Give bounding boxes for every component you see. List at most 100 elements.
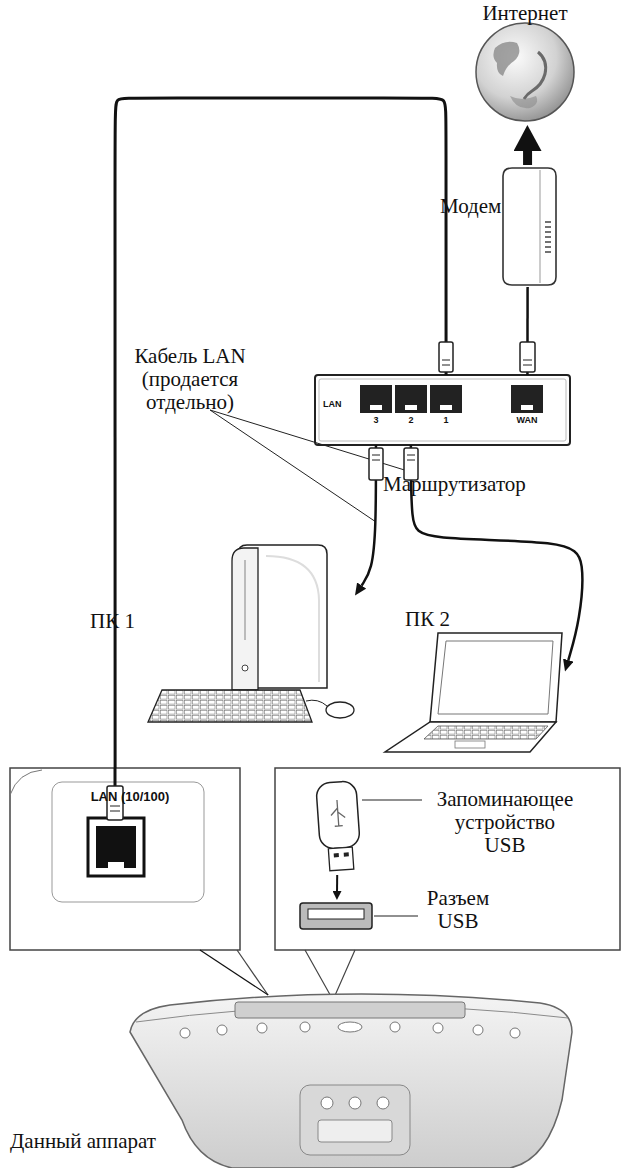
laptop-trackpad [455,741,485,748]
port-number: 1 [443,416,448,425]
usb-logo [330,800,346,827]
callout-line [200,950,268,995]
pc-node: ПК 1 [85,540,355,725]
device-front-panel [300,1085,410,1155]
plug-detail [372,455,380,460]
lan-cable [115,98,446,768]
usb-plug-hole [344,852,349,856]
front-button [349,1097,361,1109]
pc-tower-shade [266,556,319,682]
device-button [473,1025,483,1035]
router-port [430,385,462,413]
globe-land [524,52,546,99]
plug-detail [442,360,450,365]
callout-line [305,950,355,1000]
device-display [235,1002,465,1018]
modem-body [503,168,556,285]
lan-socket-hole [96,826,136,868]
router-node: LAN321WANМаршрутизатор [315,375,570,445]
laptop-display [438,641,553,714]
globe-land [493,42,519,76]
lan-socket [88,818,144,876]
front-display [318,1120,392,1142]
callout-line [237,950,268,995]
plug-detail [523,360,532,365]
plug-detail [407,455,415,460]
front-button [321,1097,333,1109]
node-label: Интернет [482,2,567,25]
keyboard [148,690,312,722]
lan-plug [369,448,383,480]
port-notch [370,405,382,410]
cable [114,768,117,786]
leader-line [374,915,418,916]
port-number: 3 [373,416,378,425]
modem-edge [540,170,541,283]
device-button [300,1022,310,1032]
laptop-keyboard [424,726,548,739]
usb-stick-body [316,781,361,850]
device-button [390,1022,400,1032]
node-label: Маршрутизатор [383,473,526,496]
device-button [338,1022,362,1032]
port-notch [440,405,452,410]
pc-tower-slot [244,560,246,640]
port-notch [521,405,533,410]
device-node: Данный аппарат [10,995,575,1168]
insert-arrow [336,875,338,891]
node-label: Модем [440,195,501,218]
device-button [433,1023,443,1033]
port-label: LAN [323,400,342,409]
usb-stick [316,781,362,872]
pc-tower-front [232,548,258,690]
router-port [511,385,543,413]
modem-vents [545,222,551,252]
router-body [315,375,570,445]
mouse-cord [306,700,327,706]
device-body [130,994,572,1168]
device-button [217,1025,227,1035]
leader-line [362,799,422,800]
port-label: WAN [517,416,538,425]
port-label: LAN (10/100) [91,790,170,804]
lan-plug [520,342,535,372]
laptop-node: ПК 2 [380,605,565,753]
usb-socket-tongue [308,909,364,919]
inset-frame [10,768,240,950]
port-panel [52,782,204,902]
internet-arrow [523,151,532,165]
laptop-screen [430,633,562,722]
node-label: Данный аппарат [10,1130,156,1153]
node-label: Разъем USB [427,887,489,933]
modem-node: Модем [440,165,560,287]
inset-box: LAN (10/100) [10,768,240,950]
lan-socket-tab [108,862,124,870]
router-port [360,385,392,413]
usb-socket [300,903,372,929]
globe-land [510,96,537,108]
usb-socket-node: Разъем USB [295,900,510,940]
node-label: Запоминающее устройство USB [437,788,574,857]
inset-frame [275,768,620,950]
device-button [180,1028,190,1038]
router-rim [319,379,566,441]
device-button [510,1028,520,1038]
usb-stick-node: Запоминающее устройство USB [300,780,610,875]
device-button [257,1023,267,1033]
usb-plug-hole [334,853,339,857]
plug-detail [110,806,120,811]
globe-node: Интернет [465,0,585,125]
node-label: ПК 2 [405,608,450,631]
leader-line [210,410,376,522]
router-port [395,385,427,413]
cable-label: Кабель LAN (продается отдельно) [125,345,255,414]
laptop-base [385,722,556,752]
port-number: 2 [408,416,413,425]
globe [476,23,574,121]
node-label: ПК 1 [90,610,135,633]
